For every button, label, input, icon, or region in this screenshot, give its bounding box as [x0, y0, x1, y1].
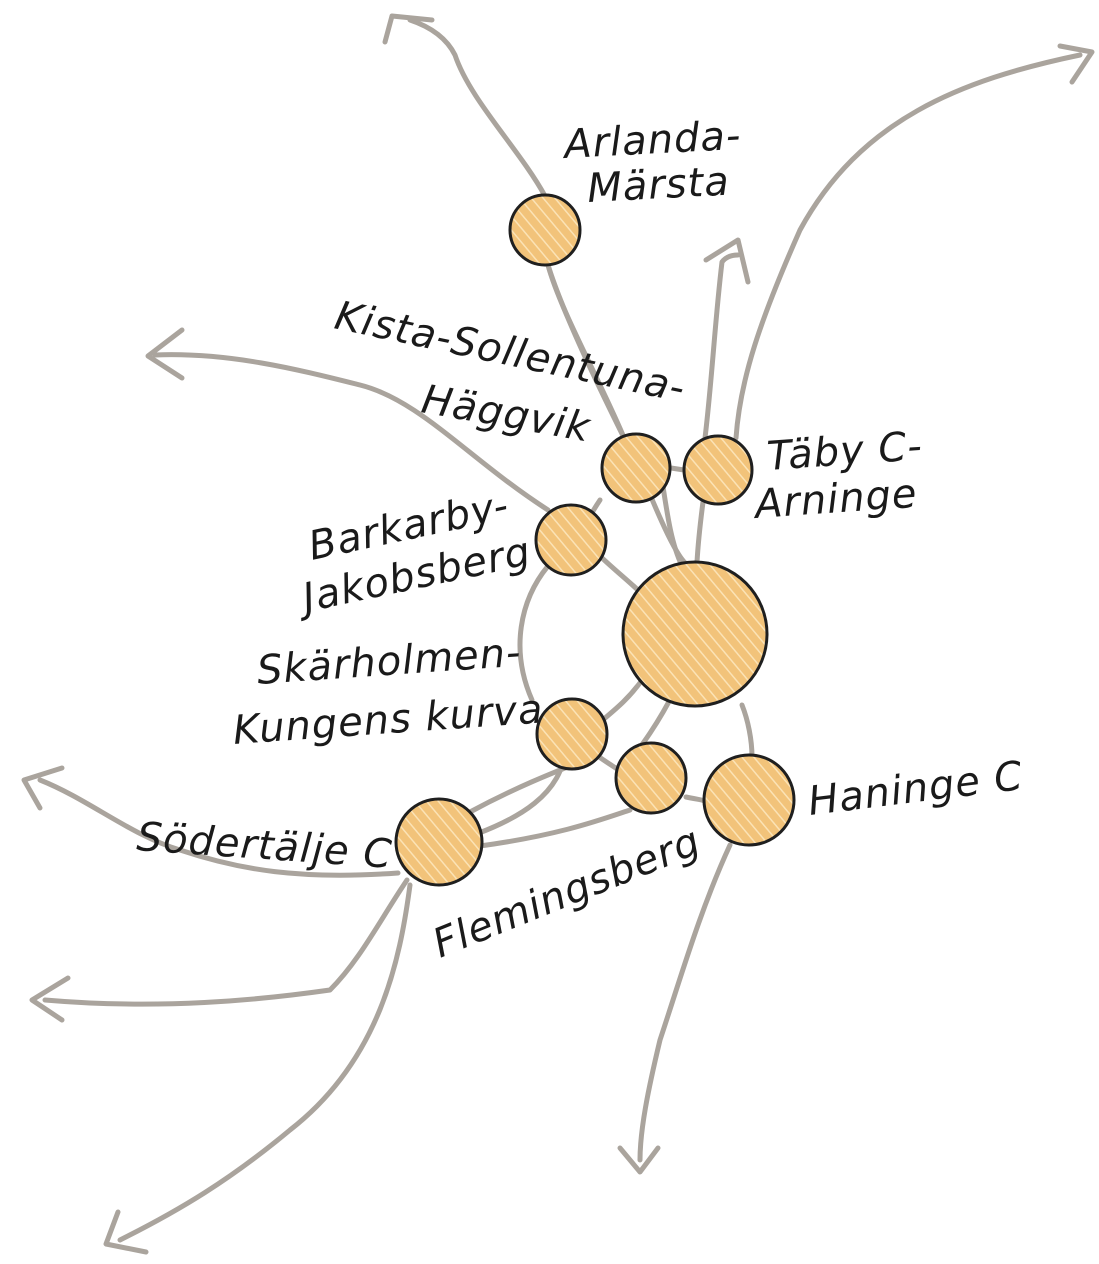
connection-line	[694, 499, 706, 565]
arrow-line	[407, 17, 548, 199]
arrow-head	[29, 975, 71, 1023]
arrow-up-from-taby	[702, 237, 751, 441]
node-barkarby	[534, 503, 608, 577]
node-arlanda	[508, 193, 582, 267]
arrow-left-from-sodertalje	[21, 765, 401, 878]
arrow-head	[145, 327, 185, 381]
node-taby	[682, 434, 754, 506]
connection-line	[739, 702, 755, 760]
node-haninge	[702, 753, 796, 847]
connection-line	[659, 477, 685, 569]
arrow-up-right-from-taby	[733, 43, 1095, 441]
arrow-line	[37, 777, 401, 878]
connection-line	[477, 807, 633, 849]
arrow-head	[382, 13, 435, 45]
arrow-head	[21, 765, 65, 811]
node-sodertalje	[394, 797, 484, 887]
arrow-left-from-sodertalje	[29, 877, 410, 1023]
arrows-layer	[21, 13, 1095, 1255]
arrow-head	[703, 237, 751, 285]
node-kista	[600, 432, 672, 504]
arrow-left-from-barkarby	[145, 327, 551, 513]
arrow-line	[637, 842, 733, 1163]
arrow-head	[617, 1145, 661, 1175]
arrow-head	[1057, 43, 1095, 85]
label-sodertalje-line-1: Södertälje C	[135, 814, 394, 878]
node-flemingsberg	[614, 741, 688, 815]
connection-line	[683, 794, 708, 805]
arrow-line	[117, 882, 413, 1243]
label-skarholmen-line-2: Kungens kurva	[231, 686, 544, 754]
nodes-layer	[394, 193, 796, 887]
arrow-line	[702, 252, 741, 441]
label-haninge-line-1: Haninge C	[806, 753, 1026, 825]
node-center	[621, 560, 769, 708]
node-skarholmen	[535, 697, 609, 771]
label-taby-line-1: Täby C-	[765, 423, 924, 480]
connection-line	[668, 465, 687, 473]
connection-line	[595, 677, 645, 727]
label-arlanda-line-1: Arlanda-	[560, 113, 742, 168]
arrow-line	[152, 352, 551, 513]
arrow-down-from-haninge	[617, 842, 733, 1175]
label-arlanda-line-2: Märsta	[586, 159, 731, 212]
arrow-line	[733, 52, 1083, 441]
connection-line	[517, 563, 551, 703]
arrow-down-left-from-sodertalje	[103, 882, 413, 1255]
label-skarholmen-line-1: Skärholmen-	[255, 630, 522, 694]
arrow-line	[42, 877, 410, 1007]
arrow-up-left-from-arlanda	[382, 13, 548, 199]
arrow-head	[103, 1209, 149, 1255]
